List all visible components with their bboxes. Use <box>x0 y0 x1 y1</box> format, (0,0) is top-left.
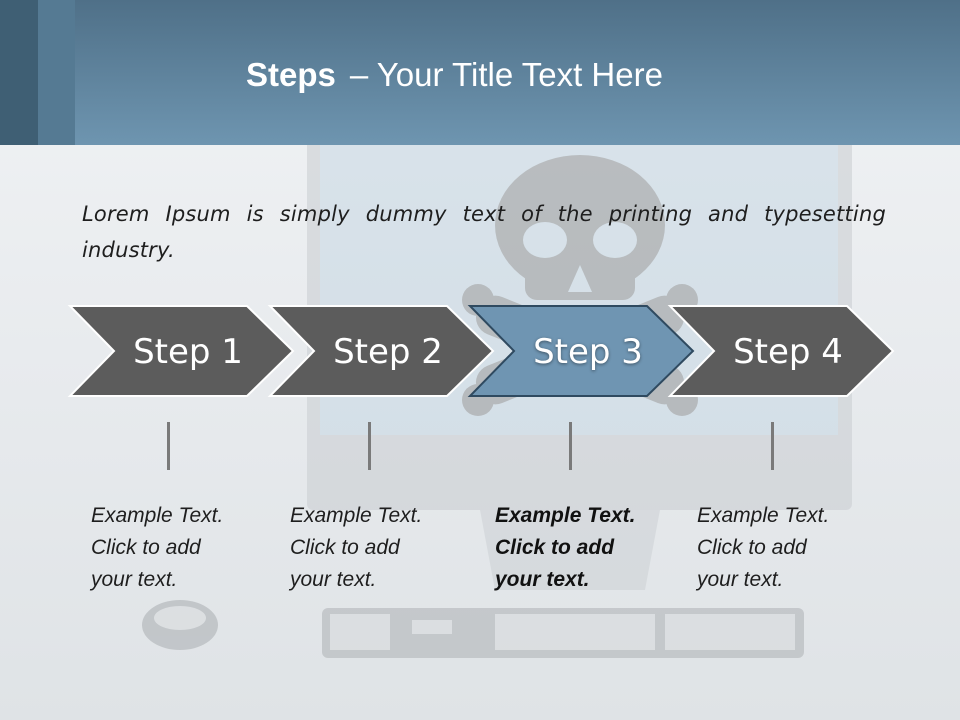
step-4-connector <box>771 422 774 470</box>
title-rest: – Your Title Text Here <box>349 56 663 93</box>
text-line: Example Text. <box>495 504 636 527</box>
step-3-label: Step 3 <box>533 332 643 372</box>
text-line: your text. <box>495 568 590 591</box>
text-line: Click to add <box>697 536 807 559</box>
text-line: your text. <box>697 568 784 591</box>
step-4-text[interactable]: Example Text. Click to add your text. <box>697 500 877 596</box>
title-bold: Steps <box>246 56 336 93</box>
text-line: Example Text. <box>91 504 224 527</box>
header-accent-strip <box>0 0 38 145</box>
text-line: your text. <box>290 568 377 591</box>
step-2-text[interactable]: Example Text. Click to add your text. <box>290 500 470 596</box>
step-1-arrow[interactable] <box>67 305 295 397</box>
text-line: Click to add <box>495 536 615 559</box>
step-2-connector <box>368 422 371 470</box>
step-3-connector <box>569 422 572 470</box>
step-1-connector <box>167 422 170 470</box>
text-line: Click to add <box>290 536 400 559</box>
keyboard-icon <box>322 608 804 658</box>
step-4-arrow[interactable] <box>667 305 895 397</box>
header-bar: Steps – Your Title Text Here <box>0 0 960 145</box>
text-line: Example Text. <box>290 504 423 527</box>
step-1-label: Step 1 <box>133 332 243 372</box>
page-title[interactable]: Steps – Your Title Text Here <box>246 52 663 98</box>
skull-icon <box>495 155 665 300</box>
header-accent-strip <box>38 0 75 145</box>
step-4-label: Step 4 <box>733 332 843 372</box>
step-3-text[interactable]: Example Text. Click to add your text. <box>495 500 675 596</box>
text-line: Click to add <box>91 536 201 559</box>
mouse-icon <box>142 600 218 650</box>
text-line: your text. <box>91 568 178 591</box>
step-2-arrow[interactable] <box>267 305 495 397</box>
step-2-label: Step 2 <box>333 332 443 372</box>
step-3-arrow[interactable] <box>467 305 695 397</box>
text-line: Example Text. <box>697 504 830 527</box>
description-text[interactable]: Lorem Ipsum is simply dummy text of the … <box>82 202 886 262</box>
step-1-text[interactable]: Example Text. Click to add your text. <box>91 500 271 596</box>
